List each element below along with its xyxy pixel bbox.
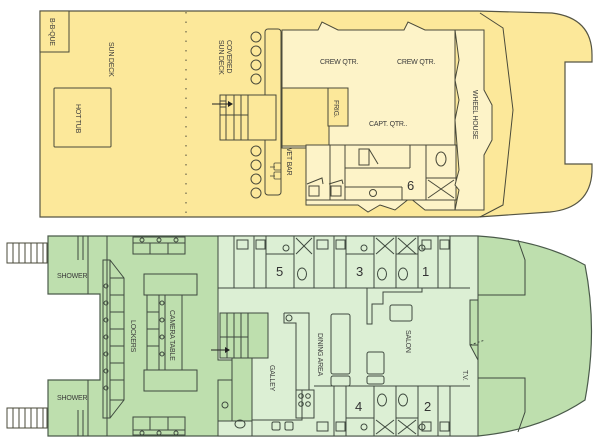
- bbque-area: [39, 10, 70, 53]
- camera-table-label: CAMERA TABLE: [168, 310, 175, 361]
- shower-bottom: [77, 380, 89, 436]
- bar-stools-bottom: [250, 145, 262, 199]
- lower-deck: SHOWER SHOWER LOCKERS: [6, 235, 593, 437]
- galley-service-block: [281, 87, 330, 147]
- shower-top-label: SHOWER: [57, 273, 87, 280]
- bench-bottom: [132, 416, 186, 436]
- stair-arrow-icon: [212, 101, 233, 107]
- frig-label: FRIG.: [332, 100, 339, 118]
- upper-deck: B-B-QUE SUN DECK HOT TUB COVERED SUN DEC…: [39, 10, 593, 218]
- bench-top: [132, 236, 186, 255]
- cabin-6-number: 6: [407, 178, 414, 193]
- wheel-house-outer-wall: [479, 12, 514, 218]
- sink-icon: [270, 162, 282, 180]
- cabin-3-number: 3: [356, 264, 363, 279]
- swim-ladder-top: [6, 242, 48, 264]
- capt-qtr-label: CAPT. QTR..: [369, 121, 408, 128]
- swim-ladder-bottom: [6, 407, 48, 429]
- shower-top: [77, 236, 89, 294]
- cabins-top-row: [218, 236, 470, 289]
- galley-label: GALLEY: [268, 365, 275, 392]
- camera-table: [143, 273, 198, 392]
- wheel-house-label: WHEEL HOUSE: [471, 90, 478, 140]
- bbque-label: B-B-QUE: [48, 18, 55, 46]
- cabin-1-number: 1: [422, 264, 429, 279]
- forward-deck: [469, 236, 526, 436]
- shower-bottom-label: SHOWER: [57, 395, 87, 402]
- staircase-upper: [219, 94, 277, 141]
- lockers: [102, 259, 125, 419]
- frig: [327, 87, 349, 127]
- galley: [221, 312, 315, 436]
- covered-sun-deck-label-2: SUN DECK: [217, 40, 224, 75]
- wheel-house: [454, 29, 493, 211]
- sun-deck-label: SUN DECK: [107, 42, 114, 77]
- cabin-5-number: 5: [276, 264, 283, 279]
- crew-qtr-label-2: CREW QTR.: [397, 59, 436, 66]
- salon-label: SALON: [404, 330, 411, 353]
- hot-tub-label: HOT TUB: [74, 104, 81, 134]
- lockers-label: LOCKERS: [129, 320, 136, 353]
- dining-area-label: DINING AREA: [316, 333, 323, 376]
- lower-stair-arrow-icon: [211, 347, 230, 353]
- cabin-2-number: 2: [424, 399, 431, 414]
- crew-qtr-label-1: CREW QTR.: [320, 59, 359, 66]
- hot-tub: [53, 87, 112, 148]
- salon-sofa: [366, 287, 423, 385]
- cabin-4-number: 4: [355, 399, 362, 414]
- cabins-bottom-row: [314, 385, 470, 436]
- cabin-6: [305, 144, 457, 201]
- bar-stools-top: [250, 31, 262, 85]
- covered-sun-deck-label-1: COVERED: [225, 40, 232, 73]
- tv-label: T.V.: [461, 370, 468, 381]
- wet-bar-label: WET BAR: [285, 145, 292, 176]
